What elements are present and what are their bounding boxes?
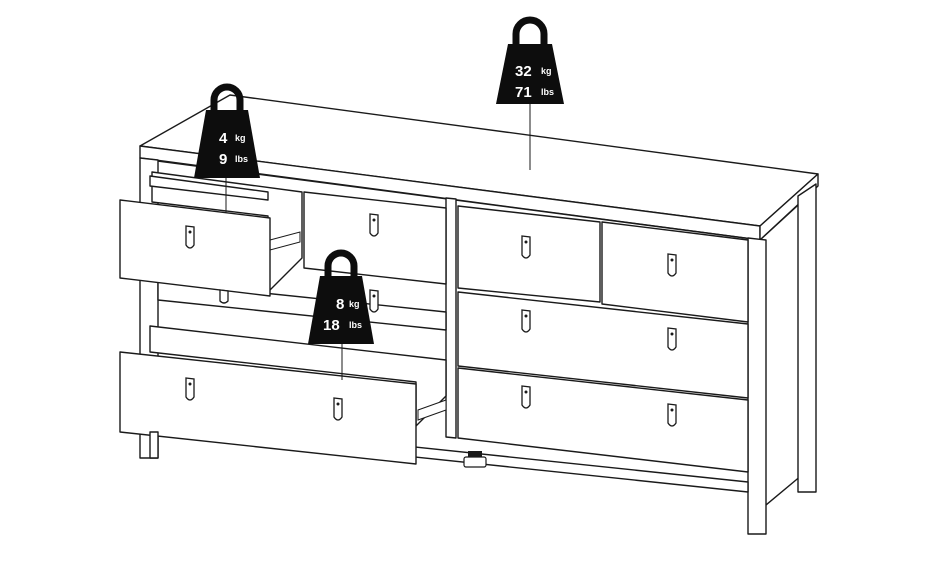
weight-large-kg-unit: kg [349, 299, 360, 309]
handle-icon [185, 225, 195, 249]
handles [185, 213, 677, 427]
handle-icon [667, 253, 677, 277]
handle-icon [667, 327, 677, 351]
handle-icon [667, 403, 677, 427]
small-drawer-back [149, 175, 269, 201]
handle-icon [521, 385, 531, 409]
weight-large-kg-value: 8 [336, 296, 344, 313]
weight-small-kg-value: 4 [219, 130, 228, 147]
drawer-left-top-right [303, 191, 447, 285]
front-right-leg [747, 237, 767, 535]
weight-top-kg-value: 32 [515, 63, 532, 80]
weight-top: 32 kg 71 lbs [496, 16, 564, 170]
weight-small-kg-unit: kg [235, 133, 246, 143]
handle-icon [369, 289, 379, 313]
adjustable-foot [463, 451, 487, 468]
handle-icon [521, 309, 531, 333]
small-drawer-front [119, 199, 271, 297]
weight-small-lbs-unit: lbs [235, 154, 248, 164]
handle-icon [333, 397, 343, 421]
weight-large-lbs-unit: lbs [349, 320, 362, 330]
open-small-drawer [119, 171, 303, 297]
weight-top-shackle [512, 16, 548, 48]
weight-small-drawer: 4 kg 9 lbs [194, 83, 260, 212]
back-right-leg [797, 183, 817, 493]
weight-large-lbs-value: 18 [323, 317, 340, 334]
dresser [119, 94, 819, 535]
weight-top-kg-unit: kg [541, 66, 552, 76]
kettlebell-icon [496, 44, 564, 104]
kettlebell-icon [194, 110, 260, 178]
handle-icon [219, 289, 229, 304]
large-drawer-slide [417, 399, 447, 421]
weight-top-lbs-unit: lbs [541, 87, 554, 97]
handle-icon [369, 213, 379, 237]
handle-icon [185, 377, 195, 401]
weight-small-shackle [210, 83, 244, 114]
kettlebell-icon [308, 276, 374, 344]
handle-icon [521, 235, 531, 259]
weight-small-lbs-value: 9 [219, 151, 227, 168]
weight-top-lbs-value: 71 [515, 84, 532, 101]
weight-large-shackle [324, 249, 358, 280]
back-left-leg [149, 431, 159, 459]
weight-large-drawer: 8 kg 18 lbs [308, 249, 374, 380]
center-divider [445, 197, 457, 439]
dresser-top-side-edge [759, 173, 819, 241]
